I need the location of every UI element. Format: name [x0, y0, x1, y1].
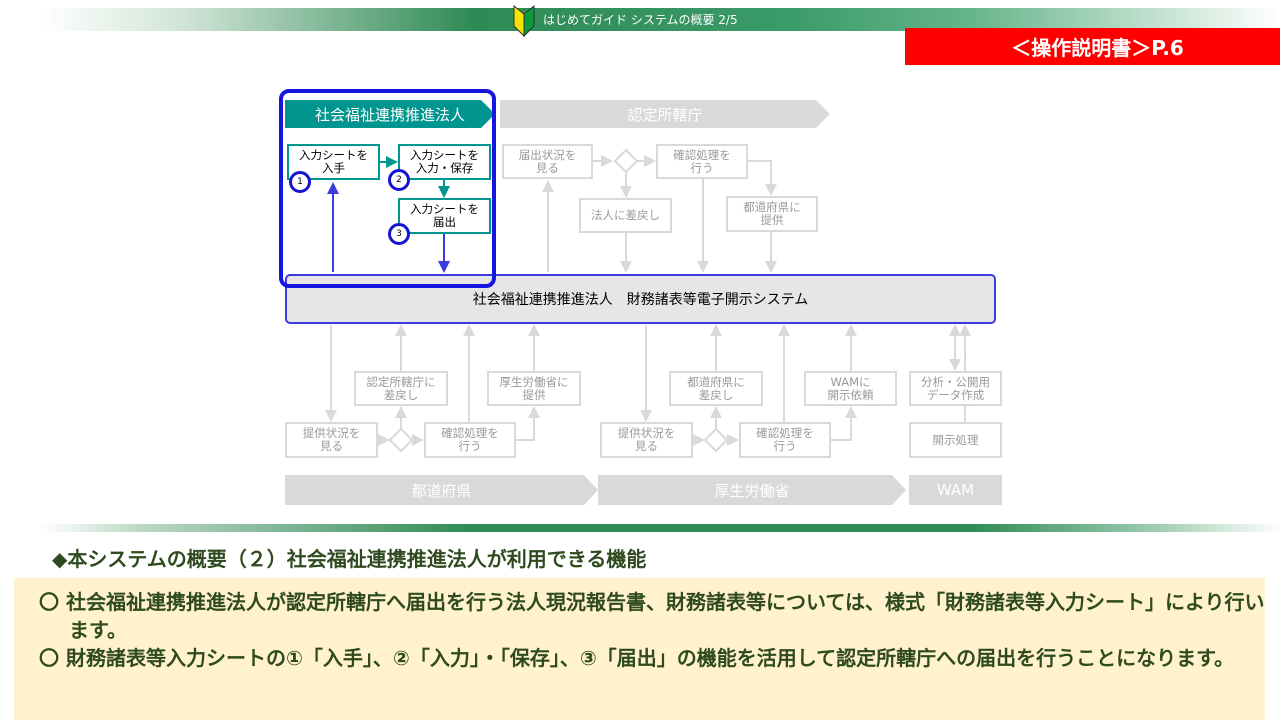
authority-confirm: 確認処理を 行う [656, 144, 748, 179]
mhlw-confirm: 確認処理を 行う [739, 422, 831, 458]
header-title: はじめてガイド システムの概要 2/5 [543, 13, 738, 27]
prefecture-provide: 厚生労働省に 提供 [487, 371, 581, 406]
lane-corporation: 社会福祉連携推進法人 [285, 100, 495, 128]
manual-page-reference: ＜操作説明書＞P.6 [905, 28, 1280, 65]
step-submit-sheet: 入力シートを 届出 [398, 198, 491, 234]
mhlw-request-disclosure: WAMに 開示依頼 [804, 371, 897, 406]
step-input-save-sheet: 入力シートを 入力・保存 [398, 144, 491, 180]
lane-wam: WAM [909, 475, 1002, 505]
lane-prefecture: 都道府県 [285, 475, 598, 505]
step-number-1: 1 [289, 171, 311, 193]
note-item: 〇 財務諸表等入力シートの①「入手」、②「入力」・「保存」、③「届出」の機能を活… [39, 646, 1235, 670]
authority-return: 法人に差戻し [579, 198, 672, 233]
prefecture-view-status: 提供状況を 見る [285, 422, 378, 458]
wam-create-data: 分析・公開用 データ作成 [909, 371, 1002, 406]
mhlw-view-status: 提供状況を 見る [600, 422, 693, 458]
prefecture-confirm: 確認処理を 行う [424, 422, 516, 458]
mhlw-return: 都道府県に 差戻し [669, 371, 763, 406]
prefecture-return: 認定所轄庁に 差戻し [354, 371, 448, 406]
step-number-3: 3 [388, 223, 410, 245]
step-number-2: 2 [388, 169, 410, 191]
section-divider [40, 524, 1280, 532]
lane-mhlw: 厚生労働省 [598, 475, 906, 505]
flow-connectors [325, 148, 971, 453]
section-heading: ◆本システムの概要（２）社会福祉連携推進法人が利用できる機能 [52, 547, 647, 571]
beginner-mark-icon [513, 4, 535, 38]
authority-provide: 都道府県に 提供 [726, 196, 818, 232]
authority-view-status: 届出状況を 見る [502, 144, 593, 179]
note-item: 〇 社会福祉連携推進法人が認定所轄庁へ届出を行う法人現況報告書、財務諸表等につい… [39, 590, 1265, 642]
notes-box: 〇 社会福祉連携推進法人が認定所轄庁へ届出を行う法人現況報告書、財務諸表等につい… [14, 578, 1265, 720]
highlight-frame [279, 89, 496, 288]
wam-disclose: 開示処理 [909, 422, 1002, 458]
header-bar [40, 8, 1280, 31]
lane-authority: 認定所轄庁 [500, 100, 830, 128]
disclosure-system-bar: 社会福祉連携推進法人 財務諸表等電子開示システム [285, 274, 996, 324]
